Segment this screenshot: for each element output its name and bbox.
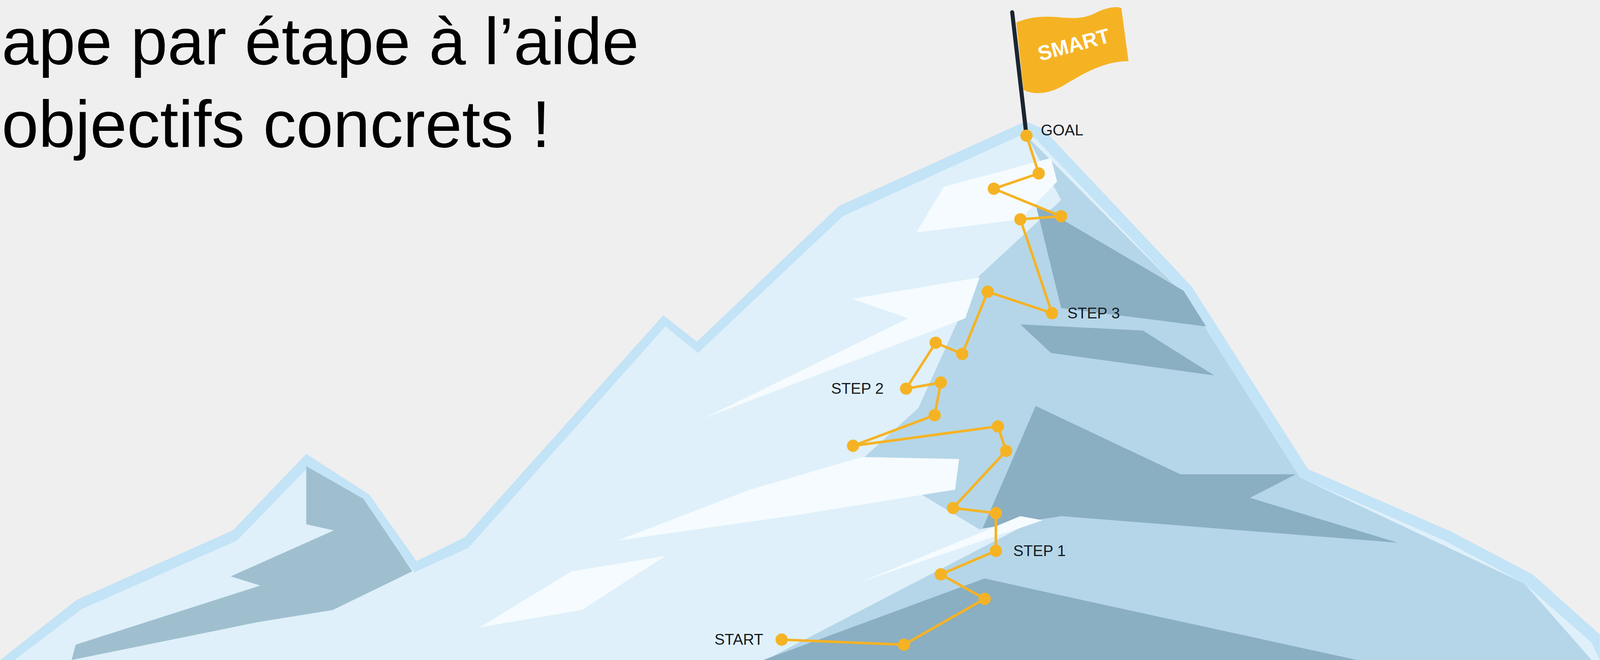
mountain-right-face (765, 135, 1592, 660)
highlight (617, 457, 960, 541)
route-line (781, 135, 1062, 645)
flag (1016, 7, 1129, 94)
mountain-outline (0, 121, 1600, 660)
shadow (1035, 204, 1206, 327)
highlight (916, 158, 1058, 233)
step-label: STEP 3 (1067, 304, 1121, 323)
step-label: STEP 2 (831, 380, 884, 398)
shadow (71, 466, 413, 660)
goal-label: GOAL (1040, 121, 1084, 140)
start-label: START (714, 631, 764, 649)
shadow (1020, 324, 1215, 376)
page-title: ape par étape à l’aide objectifs concret… (1, 0, 706, 166)
step-label: STEP 1 (1013, 542, 1066, 560)
shadow (982, 406, 1398, 543)
shadow (763, 578, 1357, 660)
highlight (479, 556, 666, 628)
mountain-body (14, 133, 1600, 660)
route-dots (775, 129, 1068, 651)
